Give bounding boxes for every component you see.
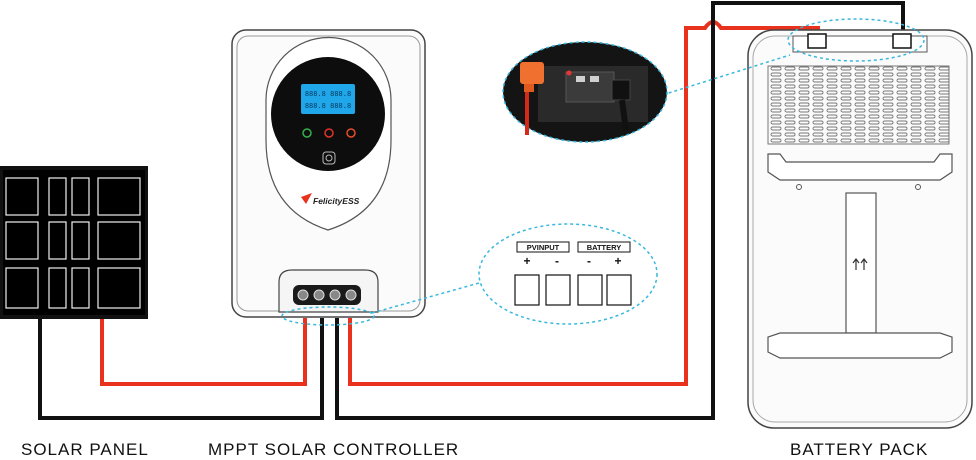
battery-terminal-photo (502, 41, 668, 143)
wires (38, 1, 905, 420)
callout-leader (371, 277, 498, 314)
terminal-slot (577, 274, 603, 306)
brand-logo: FelicityESS (313, 196, 360, 206)
terminal-screw (297, 289, 309, 301)
battery-caption: BATTERY PACK (790, 440, 929, 459)
brand-logo-mark (301, 193, 312, 204)
terminal-screw (313, 289, 325, 301)
terminal-slot (514, 274, 540, 306)
orange-connector (520, 62, 544, 84)
vent-grille (767, 65, 950, 145)
up-arrows-icon (852, 258, 868, 270)
mppt-controller: 888.8 888.8 888.8 888.8 FelicityESS (231, 29, 426, 318)
lcd-bottom-readout: 888.8 888.8 (305, 102, 351, 110)
status-led-green (302, 128, 312, 138)
solar-panel (0, 166, 148, 319)
terminal-highlight (281, 306, 375, 326)
terminal-slot (545, 274, 571, 306)
terminal-callout: PVINPUT BATTERY + - - + (478, 223, 658, 325)
pv-input-label: PVINPUT (527, 243, 560, 252)
terminal-screw (329, 289, 341, 301)
status-led-orange (346, 128, 356, 138)
lcd-top-readout: 888.8 888.8 (305, 90, 351, 98)
terminal-screw (345, 289, 357, 301)
battery-label: BATTERY (587, 243, 622, 252)
status-led-red (324, 128, 334, 138)
lcd-screen (301, 84, 355, 114)
pv-plus-sign: + (523, 254, 530, 268)
bat-plus-sign: + (614, 254, 621, 268)
panel-positive-wire (100, 318, 307, 386)
battery-terminal-highlight (787, 18, 925, 62)
solar-panel-caption: SOLAR PANEL (21, 440, 149, 459)
bat-minus-sign: - (587, 254, 591, 268)
bottom-handle (767, 332, 953, 359)
battery-negative-terminal (892, 33, 912, 49)
top-handle (767, 153, 953, 181)
controller-caption: MPPT SOLAR CONTROLLER (208, 440, 460, 459)
battery-positive-terminal (807, 33, 827, 49)
pv-minus-sign: - (555, 254, 559, 268)
terminal-slot (606, 274, 632, 306)
panel-negative-wire (38, 318, 324, 420)
power-button-icon[interactable] (322, 151, 336, 165)
battery-negative-wire (335, 1, 905, 420)
battery-pack (747, 29, 973, 429)
